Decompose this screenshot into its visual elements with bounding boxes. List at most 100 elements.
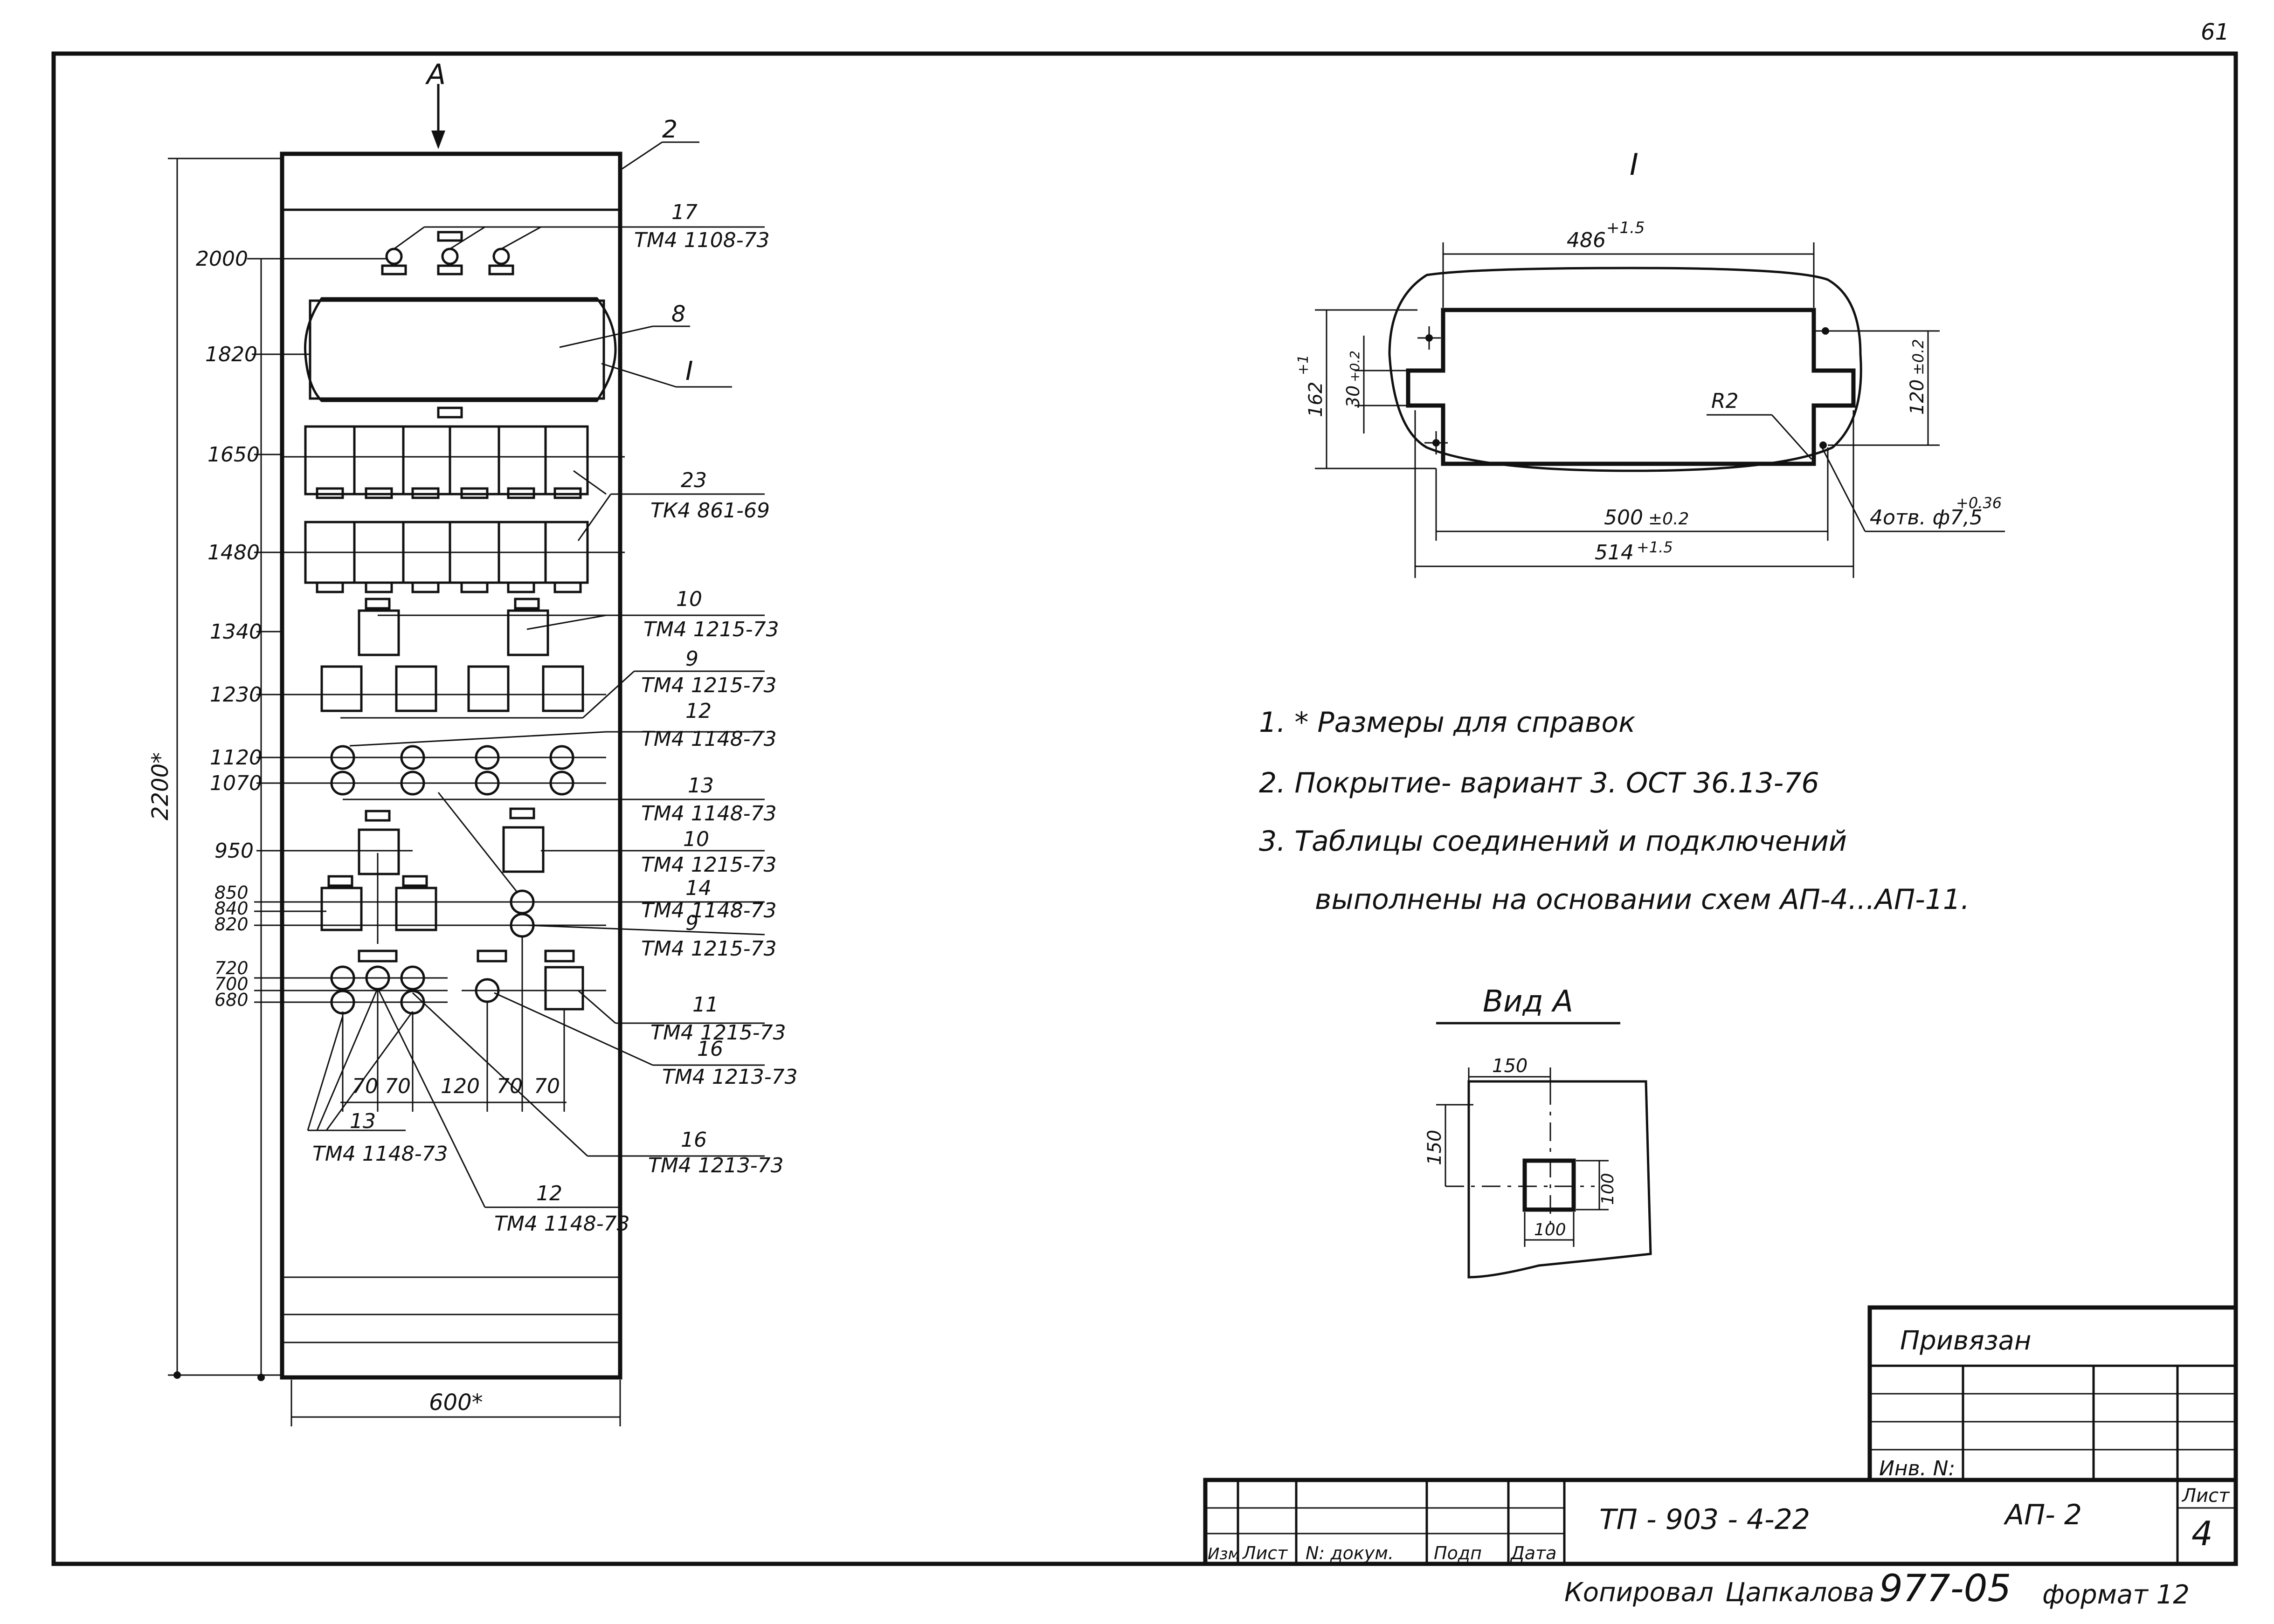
svg-text:1120: 1120 xyxy=(210,746,262,770)
svg-text:Дата: Дата xyxy=(1510,1543,1556,1563)
callout-16b-code: ТМ4 1213-73 xyxy=(648,1154,784,1177)
svg-text:+1: +1 xyxy=(1295,355,1312,375)
svg-text:±0.2: ±0.2 xyxy=(1648,509,1689,529)
svg-text:±0.2: ±0.2 xyxy=(1909,339,1927,375)
instrument-row-1650 xyxy=(282,425,625,499)
detail-I-title: I xyxy=(1630,148,1638,182)
svg-text:N: докум.: N: докум. xyxy=(1306,1543,1394,1563)
svg-text:850: 850 xyxy=(214,882,249,903)
svg-text:600*: 600* xyxy=(429,1390,483,1416)
svg-text:+0.2: +0.2 xyxy=(1347,351,1362,382)
privyazan-label: Привязан xyxy=(1900,1326,2031,1356)
callout-12a-code: ТМ4 1148-73 xyxy=(641,727,777,751)
callout-I: I xyxy=(685,356,693,386)
svg-text:1480: 1480 xyxy=(207,541,260,564)
detail-I-cutout: I 486 +1.5 162 +1 30 +0.2 120 ±0.2 xyxy=(1295,148,2005,578)
svg-text:70: 70 xyxy=(352,1074,378,1098)
indicator-lamps-row-top xyxy=(381,226,765,275)
svg-text:150: 150 xyxy=(1424,1130,1445,1165)
callout-9b-code: ТМ4 1215-73 xyxy=(641,937,777,961)
mounting-hole-icon xyxy=(1819,441,1827,449)
callout-23-code: ТК4 861-69 xyxy=(650,499,770,523)
footer: Копировал Цапкалова 977-05 формат 12 xyxy=(1564,1567,2190,1610)
callout-11: 11 xyxy=(692,993,719,1017)
svg-text:720: 720 xyxy=(214,958,249,978)
svg-text:820: 820 xyxy=(214,914,249,935)
svg-text:100: 100 xyxy=(1534,1220,1566,1239)
note-3: 3. Таблицы соединений и подключений xyxy=(1259,825,1847,858)
callout-10b: 10 xyxy=(683,827,709,851)
svg-text:+1.5: +1.5 xyxy=(1606,219,1645,237)
svg-text:70: 70 xyxy=(385,1074,411,1098)
callout-11-code: ТМ4 1215-73 xyxy=(650,1021,786,1045)
inv-no-label: Инв. N: xyxy=(1879,1457,1955,1480)
svg-text:1070: 1070 xyxy=(210,771,262,795)
svg-text:R2: R2 xyxy=(1711,389,1739,413)
svg-text:30: 30 xyxy=(1343,385,1363,408)
instrument-row-950 xyxy=(282,807,545,875)
instrument-row-1230 xyxy=(282,665,606,719)
svg-text:+1.5: +1.5 xyxy=(1637,538,1673,556)
callout-23: 23 xyxy=(681,468,707,492)
svg-text:70: 70 xyxy=(534,1074,560,1098)
svg-text:70: 70 xyxy=(497,1074,523,1098)
callout-16a: 16 xyxy=(697,1037,723,1061)
callout-2: 2 xyxy=(662,116,677,144)
svg-text:500: 500 xyxy=(1604,506,1643,530)
callout-14-code: ТМ4 1148-73 xyxy=(641,899,777,922)
callout-9a-code: ТМ4 1215-73 xyxy=(641,674,777,697)
display-window xyxy=(282,297,617,419)
svg-text:150: 150 xyxy=(1492,1055,1528,1077)
svg-text:Изм: Изм xyxy=(1208,1545,1240,1563)
svg-text:162: 162 xyxy=(1305,382,1327,417)
svg-text:120: 120 xyxy=(1907,379,1928,415)
instrument-row-1340 xyxy=(358,598,549,656)
svg-text:700: 700 xyxy=(214,974,249,994)
view-A: Вид А 150 150 100 100 xyxy=(1424,984,1652,1279)
callout-12b-code: ТМ4 1148-73 xyxy=(494,1212,630,1236)
instrument-row-850 xyxy=(282,792,606,944)
callout-8: 8 xyxy=(671,301,686,327)
page-number: 61 xyxy=(2201,19,2229,45)
callout-14: 14 xyxy=(685,876,712,900)
callout-10a: 10 xyxy=(676,587,702,611)
copier-name: Цапкалова xyxy=(1725,1577,1874,1608)
callout-12a: 12 xyxy=(685,699,712,723)
sheet-frame xyxy=(51,51,2238,1566)
svg-text:1230: 1230 xyxy=(210,683,262,707)
level-labels: 2000 1820 1650 1480 1340 1230 1120 1070 … xyxy=(196,247,387,1010)
note-3-cont: выполнены на основании схем АП-4...АП-11… xyxy=(1315,883,1970,916)
svg-text:486: 486 xyxy=(1567,228,1606,252)
svg-text:100: 100 xyxy=(1598,1173,1617,1205)
svg-text:950: 950 xyxy=(214,839,254,863)
callout-17-top: 17 xyxy=(671,200,698,224)
width-dimension: 600* xyxy=(290,1380,621,1426)
callout-13a-code: ТМ4 1148-73 xyxy=(641,802,777,826)
instrument-row-1480 xyxy=(282,521,625,593)
project-code: ТП - 903 - 4-22 xyxy=(1599,1503,1810,1536)
instrument-row-700 xyxy=(282,937,606,1112)
view-arrow-label: А xyxy=(425,58,446,91)
callout-17-top-code: ТМ4 1108-73 xyxy=(634,228,770,252)
callout-10b-code: ТМ4 1215-73 xyxy=(641,853,777,877)
callout-10a-code: ТМ4 1215-73 xyxy=(643,618,779,641)
callout-13b-code: ТМ4 1148-73 xyxy=(312,1142,448,1166)
indicator-lamps-1120-1070 xyxy=(282,745,606,800)
callout-12b: 12 xyxy=(536,1182,562,1205)
svg-text:840: 840 xyxy=(214,898,249,919)
svg-text:4отв. ф7,5: 4отв. ф7,5 xyxy=(1870,506,1983,530)
note-1: 1. * Размеры для справок xyxy=(1259,706,1635,739)
svg-text:1650: 1650 xyxy=(207,443,260,467)
svg-text:Лист: Лист xyxy=(1242,1543,1288,1563)
svg-text:Подп: Подп xyxy=(1434,1543,1482,1563)
order-number: 977-05 xyxy=(1879,1567,2011,1610)
format-label: формат 12 xyxy=(2042,1580,2190,1610)
panel-front-view: А 2 17 ТМ4 1108-73 8 xyxy=(147,58,798,1426)
general-notes: 1. * Размеры для справок 2. Покрытие- ва… xyxy=(1259,706,1970,916)
callout-16a-code: ТМ4 1213-73 xyxy=(662,1065,798,1089)
callout-16b: 16 xyxy=(681,1128,707,1152)
spacing-dimensions: 70 70 120 70 70 xyxy=(343,1074,564,1103)
svg-text:+0.36: +0.36 xyxy=(1956,494,2002,512)
callout-13b: 13 xyxy=(350,1109,376,1133)
